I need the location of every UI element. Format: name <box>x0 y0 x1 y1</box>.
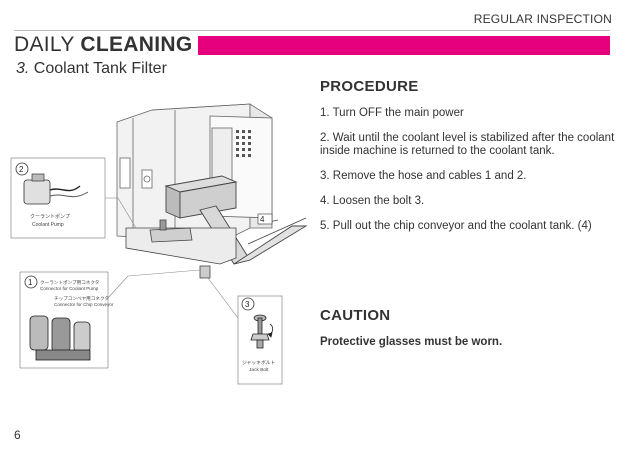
jack-bolt-icon <box>250 314 274 349</box>
subtitle-text: Coolant Tank Filter <box>29 60 167 77</box>
page-number: 6 <box>14 428 21 442</box>
page-title-row: DAILY CLEANING <box>14 33 610 57</box>
subtitle-number: 3. <box>16 60 30 77</box>
section-label: REGULAR INSPECTION <box>473 12 612 26</box>
callout-2-label-jp: クーラントポンプ <box>30 213 70 220</box>
chip-conveyor <box>164 175 308 265</box>
procedure-step: 4. Loosen the bolt 3. <box>320 195 425 207</box>
coolant-pump-icon <box>23 179 51 205</box>
callout-2-number: 2 <box>19 165 24 174</box>
procedure-heading: PROCEDURE <box>320 78 419 95</box>
caution-heading: CAUTION <box>320 307 391 324</box>
callout-1-number: 1 <box>28 278 33 287</box>
callout-3-label-jp: ジャッキボルト <box>242 359 276 366</box>
callout-4: 4 <box>257 213 279 225</box>
header-divider <box>14 30 610 31</box>
title-accent-bar <box>198 35 610 55</box>
caution-section: CAUTION Protective glasses must be worn. <box>320 307 620 348</box>
section-subtitle: 3. Coolant Tank Filter <box>16 60 167 78</box>
machine-illustration-icon: 4 2 クーラントポンプ Coolant Pump 1 クーラントポンプ用コネク… <box>10 103 308 385</box>
callout-1-pump-en: Connector for Coolant Pump <box>40 286 99 291</box>
page-title: DAILY CLEANING <box>14 33 192 57</box>
procedure-section: PROCEDURE 1. Turn OFF the main power 2. … <box>320 78 620 245</box>
caution-text: Protective glasses must be worn. <box>320 336 503 348</box>
procedure-step: 2. Wait until the coolant level is stabi… <box>320 132 615 157</box>
callout-2: 2 クーラントポンプ Coolant Pump <box>10 157 137 239</box>
callout-1-chip-jp: チップコンベヤ用コネクタ <box>54 295 109 302</box>
callout-3-label-en: Jack Bolt <box>249 367 269 373</box>
procedure-step: 1. Turn OFF the main power <box>320 107 464 119</box>
page-title-prefix: DAILY <box>14 33 81 56</box>
coolant-tank <box>125 219 237 279</box>
callout-1-pump-jp: クーラントポンプ用コネクタ <box>40 279 99 286</box>
page-title-bold: CLEANING <box>80 33 193 56</box>
callout-1-chip-en: Connector for Chip Conveyor <box>54 302 114 307</box>
procedure-step: 3. Remove the hose and cables 1 and 2. <box>320 170 527 182</box>
callout-1: 1 クーラントポンプ用コネクタ Connector for Coolant Pu… <box>19 269 201 369</box>
callout-3-number: 3 <box>245 300 250 309</box>
machine-cabinet <box>116 103 273 249</box>
connector-icon <box>29 315 91 361</box>
callout-3: 3 ジャッキボルト Jack Bolt <box>207 277 283 385</box>
callout-4-number: 4 <box>260 215 265 224</box>
procedure-step: 5. Pull out the chip conveyor and the co… <box>320 220 592 232</box>
callout-2-label-en: Coolant Pump <box>32 222 64 228</box>
